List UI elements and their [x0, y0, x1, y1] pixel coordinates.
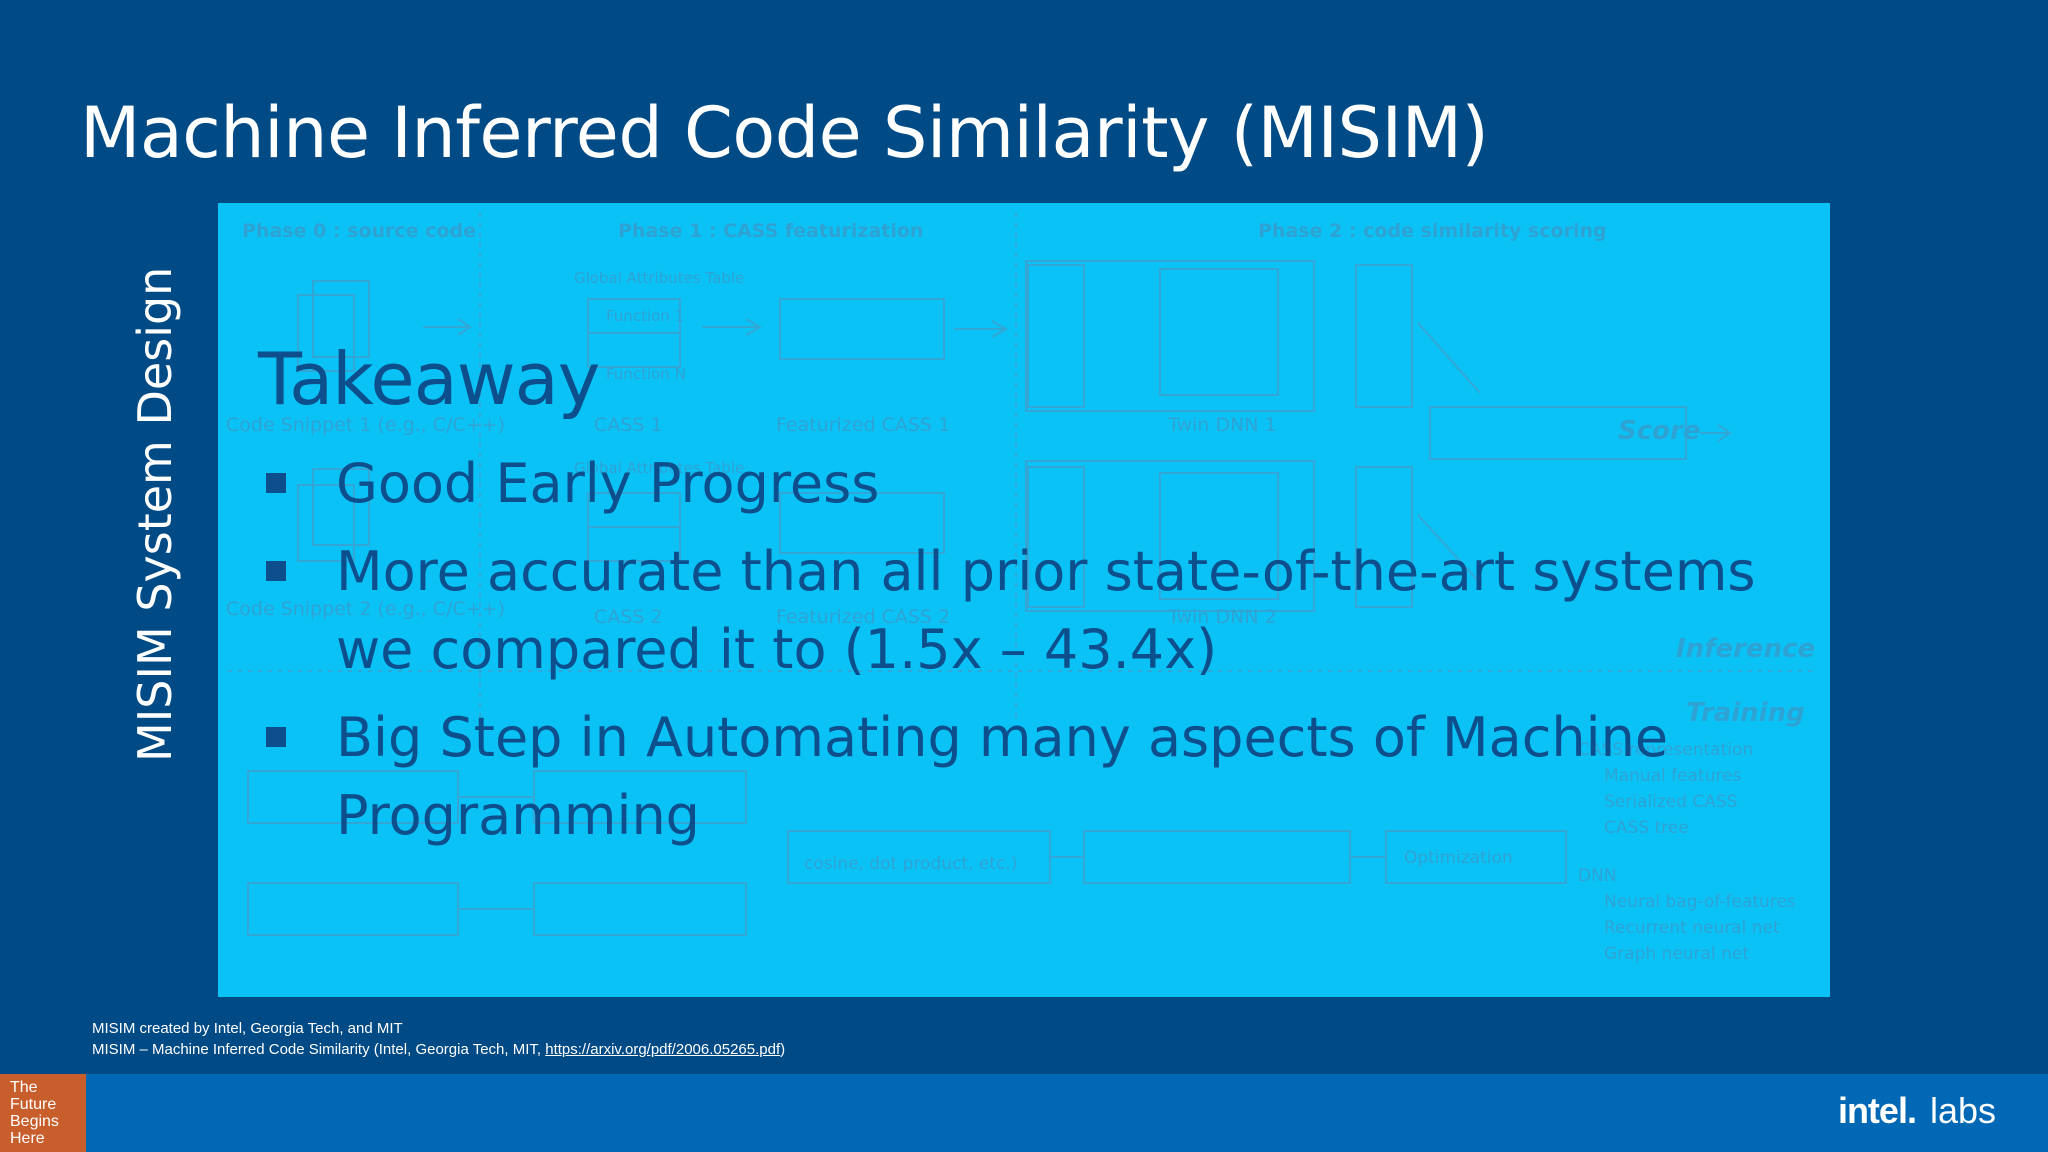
square-bullet-icon [266, 727, 286, 747]
takeaway-bullet: Good Early Progress [258, 445, 1818, 523]
dnn-item-3: Graph neural net [1604, 944, 1749, 964]
cass-rep-item-3: CASS tree [1604, 818, 1689, 838]
inference-label: Inference [1676, 634, 1815, 664]
phase-1-label: Phase 1 : CASS featurization [618, 220, 923, 242]
footer-bar: The Future Begins Here intel.labs [0, 1074, 2048, 1152]
bullet-text: Good Early Progress [336, 452, 880, 515]
side-label: MISIM System Design [128, 266, 182, 762]
dnn-heading: DNN [1578, 866, 1617, 886]
featurized-cass-2-label: Featurized CASS 2 [776, 606, 950, 628]
cass-rep-item-1: Manual features [1604, 766, 1742, 786]
cass-2-label: CASS 2 [594, 606, 663, 628]
function-1-label: Function 1 [606, 307, 684, 325]
bullet-text: Big Step in Automating many aspects of M… [336, 706, 1669, 847]
cass-representation-heading: CASS representation [1578, 740, 1753, 760]
phase-0-label: Phase 0 : source code [242, 220, 476, 242]
code-snippet-1-label: Code Snippet 1 (e.g., C/C++) [226, 414, 505, 436]
training-label: Training [1686, 698, 1805, 728]
dnn-item-2: Recurrent neural net [1604, 918, 1780, 938]
gat-label-1: Global Attributes Table [574, 269, 744, 287]
takeaway-heading: Takeaway [258, 337, 600, 421]
arxiv-link[interactable]: https://arxiv.org/pdf/2006.05265.pdf [545, 1041, 781, 1058]
future-begins-here-badge: The Future Begins Here [0, 1074, 86, 1152]
code-snippet-2-label: Code Snippet 2 (e.g., C/C++) [226, 598, 505, 620]
dnn-item-1: Neural bag-of-features [1604, 892, 1796, 912]
takeaway-bullet: Big Step in Automating many aspects of M… [258, 699, 1818, 855]
score-label: Score [1618, 416, 1700, 446]
featurized-cass-1-label: Featurized CASS 1 [776, 414, 950, 436]
slide-title: Machine Inferred Code Similarity (MISIM) [80, 92, 1489, 174]
takeaway-bullet: More accurate than all prior state-of-th… [258, 533, 1818, 689]
intel-labs-logo: intel.labs [1837, 1090, 1996, 1131]
function-n-label: Function N [606, 365, 686, 383]
square-bullet-icon [266, 561, 286, 581]
twin-dnn-1-label: Twin DNN 1 [1167, 414, 1277, 436]
system-design-diagram: Phase 0 : source code Phase 1 : CASS fea… [226, 213, 1818, 964]
phase-2-label: Phase 2 : code similarity scoring [1258, 220, 1607, 242]
footnotes: MISIM created by Intel, Georgia Tech, an… [92, 1018, 785, 1060]
footnote-line-1: MISIM created by Intel, Georgia Tech, an… [92, 1020, 403, 1037]
footnote-line-2: MISIM – Machine Inferred Code Similarity… [92, 1041, 786, 1058]
content-panel: Phase 0 : source code Phase 1 : CASS fea… [218, 203, 1830, 997]
bullet-text: More accurate than all prior state-of-th… [336, 540, 1756, 681]
takeaway-box: Takeaway Good Early Progress More accura… [258, 343, 1818, 865]
twin-dnn-2-label: Twin DNN 2 [1167, 606, 1277, 628]
cass-1-label: CASS 1 [594, 414, 663, 436]
optimization-label: Optimization [1404, 848, 1513, 868]
cosine-dot-label: cosine, dot product, etc.) [804, 854, 1017, 874]
gat-label-2: Global Attributes Table [574, 459, 744, 477]
square-bullet-icon [266, 473, 286, 493]
cass-rep-item-2: Serialized CASS [1604, 792, 1738, 812]
